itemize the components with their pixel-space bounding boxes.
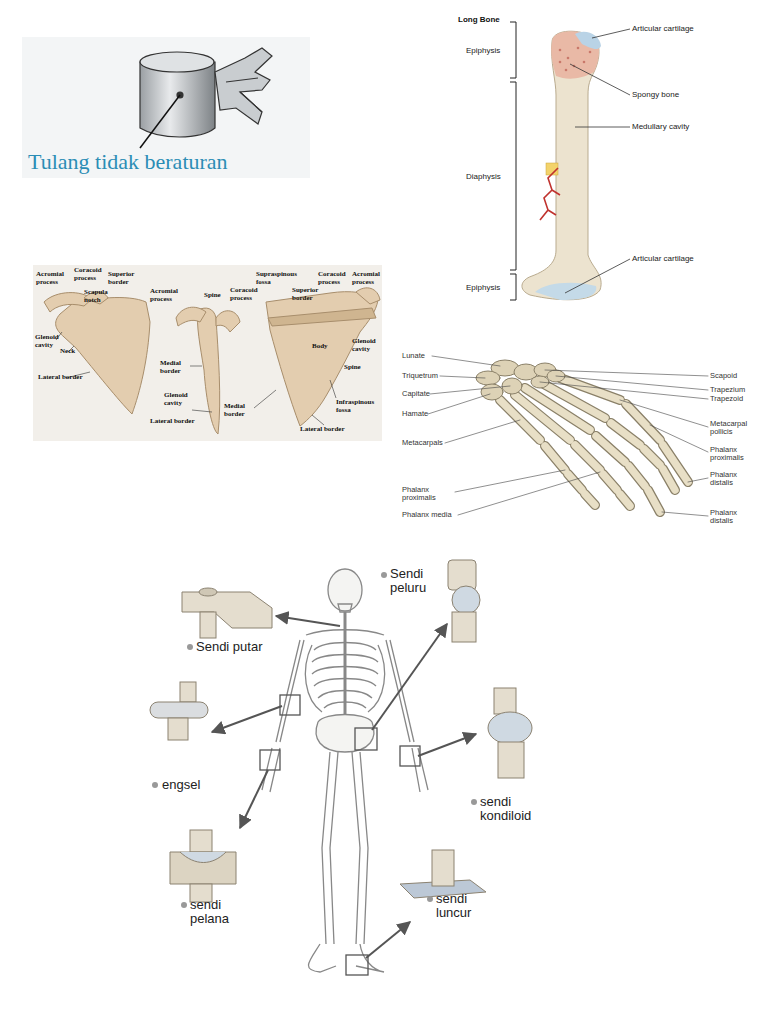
part-label: Lateral border xyxy=(300,426,360,434)
part-label: Articular cartilage xyxy=(632,25,694,34)
part-label: Acromial process xyxy=(36,271,70,286)
panel-bg xyxy=(22,37,310,178)
joint-label: sendi kondiloid xyxy=(480,795,552,824)
part-label: Coracoid process xyxy=(230,287,266,302)
part-label: Body xyxy=(312,343,328,351)
part-label: Superior border xyxy=(108,271,144,286)
part-label: Supraspinous fossa xyxy=(256,271,302,286)
joint-models xyxy=(150,560,532,902)
leader-lines xyxy=(56,332,336,425)
part-label: Glenoid cavity xyxy=(352,338,382,353)
caption-text: Tulang tidak beraturan xyxy=(28,150,228,174)
region-label: Epiphysis xyxy=(466,47,500,56)
part-label: Superior border xyxy=(292,287,330,302)
hand-drawing xyxy=(428,356,708,516)
part-label: Phalanx distalis xyxy=(710,471,760,488)
part-label: Acromial process xyxy=(352,271,382,286)
part-label: Trapezoid xyxy=(710,395,765,403)
part-label: Acromial process xyxy=(150,288,188,303)
joint-label: sendi luncur xyxy=(436,892,498,921)
part-label: Metacarpal pollicis xyxy=(710,420,760,437)
scapula-drawing xyxy=(44,288,380,434)
part-label: Hamate xyxy=(402,410,462,418)
part-label: Lateral border xyxy=(150,418,210,426)
part-label: Medullary cavity xyxy=(632,123,689,132)
part-label: Infraspinous fossa xyxy=(336,399,378,414)
part-label: Trapezium xyxy=(710,386,765,394)
panel-title: Long Bone xyxy=(458,16,500,25)
part-label: Phalanx media xyxy=(402,511,472,519)
part-label: Coracoid process xyxy=(74,267,110,282)
part-label: Triquetrum xyxy=(402,372,462,380)
part-label: Coracoid process xyxy=(318,271,354,286)
part-label: Spine xyxy=(344,364,361,372)
part-label: Medial border xyxy=(224,403,256,418)
joint-label: engsel xyxy=(162,778,200,792)
part-label: Articular cartilage xyxy=(632,255,694,264)
part-label: Medial border xyxy=(160,360,192,375)
part-label: Neck xyxy=(60,348,75,356)
joint-bullets xyxy=(152,572,477,908)
skeleton-drawing xyxy=(260,569,428,975)
part-label: Phalanx proximalis xyxy=(710,446,760,463)
region-label: Diaphysis xyxy=(466,173,501,182)
part-label: Scapula notch xyxy=(84,289,118,304)
vertebra-drawing xyxy=(140,48,272,148)
part-label: Lunate xyxy=(402,352,462,360)
panel-bg xyxy=(33,265,382,441)
joint-label: Sendi peluru xyxy=(390,567,452,596)
part-label: Capitate xyxy=(402,390,462,398)
joint-label: sendi pelana xyxy=(190,898,252,927)
part-label: Glenoid cavity xyxy=(164,392,196,407)
part-label: Scapoid xyxy=(710,372,765,380)
region-label: Epiphysis xyxy=(466,284,500,293)
part-label: Spongy bone xyxy=(632,91,679,100)
part-label: Lateral border xyxy=(38,374,98,382)
long-bone-drawing xyxy=(510,22,630,300)
part-label: Phalanx distalis xyxy=(710,509,760,526)
part-label: Spine xyxy=(204,292,221,300)
part-label: Metacarpals xyxy=(402,439,462,447)
part-label: Phalanx proximalis xyxy=(402,486,454,503)
joint-label: Sendi putar xyxy=(196,640,263,654)
